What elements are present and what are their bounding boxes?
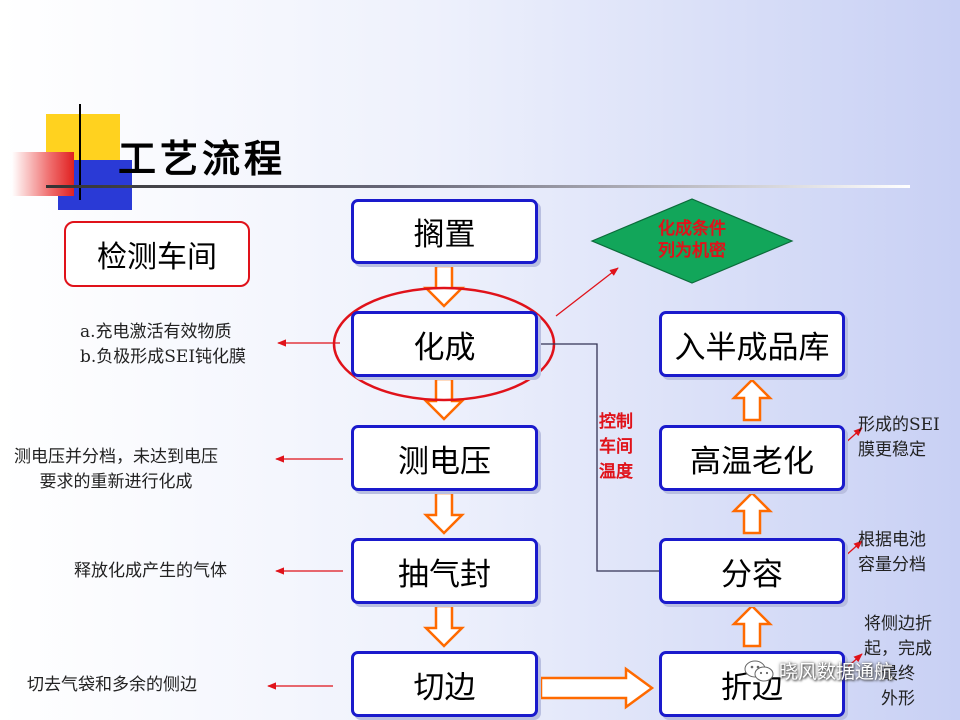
- step-capacity-grading-label: 分容: [721, 556, 783, 593]
- control-note-line-3: 温度: [599, 462, 633, 482]
- fold-notes: 将侧边折 起，完成 最终 外形: [864, 612, 932, 712]
- voltage-note-line-2: 要求的重新进行化成: [39, 472, 193, 492]
- control-note-line-2: 车间: [599, 437, 633, 457]
- secret-note-line-2: 列为机密: [658, 241, 726, 261]
- formation-note-a: a.充电激活有效物质: [80, 322, 232, 342]
- step-degas-seal: 抽气封: [351, 538, 538, 604]
- trim-note: 切去气袋和多余的侧边: [27, 675, 197, 695]
- secret-note-line-1: 化成条件: [658, 219, 726, 239]
- fold-note-line-1: 将侧边折: [864, 614, 932, 634]
- pointer-fold: [842, 653, 863, 672]
- capacity-note-line-2: 容量分档: [858, 555, 926, 575]
- pointer-capacity: [842, 540, 863, 559]
- capacity-note-line-1: 根据电池: [858, 530, 926, 550]
- up-arrow-1: [730, 604, 774, 648]
- workshop-label: 检测车间: [64, 221, 250, 287]
- watermark-text: 晓风数据通航: [779, 661, 894, 683]
- workshop-label-text: 检测车间: [97, 240, 217, 275]
- up-arrow-2: [730, 491, 774, 535]
- secret-note: 化成条件 列为机密: [612, 218, 772, 262]
- down-arrow-3: [422, 491, 466, 535]
- step-standing: 搁置: [351, 199, 538, 264]
- page-title: 工艺流程: [118, 137, 287, 181]
- step-capacity-grading: 分容: [659, 538, 845, 604]
- wechat-icon: [744, 660, 774, 681]
- step-aging: 高温老化: [659, 425, 845, 491]
- deco-vertical-line: [79, 104, 81, 200]
- aging-note-line-2: 膜更稳定: [858, 440, 926, 460]
- down-arrow-1: [422, 264, 466, 308]
- watermark: 晓风数据通航: [744, 657, 893, 684]
- pointer-secret: [555, 267, 619, 317]
- formation-note-b: b.负极形成SEI钝化膜: [80, 347, 247, 367]
- control-note-line-1: 控制: [599, 412, 633, 432]
- fold-note-line-3: 最终: [881, 664, 915, 684]
- down-arrow-4: [422, 604, 466, 648]
- aging-note-line-1: 形成的SEI: [858, 415, 940, 435]
- deco-red-square: [12, 152, 74, 196]
- fold-note-line-2: 起，完成: [864, 639, 932, 659]
- step-degas-seal-label: 抽气封: [398, 556, 491, 593]
- step-warehouse-label: 入半成品库: [674, 329, 830, 366]
- voltage-notes: 测电压并分档，未达到电压 要求的重新进行化成: [14, 445, 218, 495]
- capacity-notes: 根据电池 容量分档: [858, 528, 926, 578]
- formation-notes: a.充电激活有效物质 b.负极形成SEI钝化膜: [80, 320, 246, 370]
- step-formation: 化成: [351, 311, 538, 377]
- step-voltage-test-label: 测电压: [398, 443, 491, 480]
- step-aging-label: 高温老化: [690, 443, 814, 480]
- step-warehouse: 入半成品库: [659, 311, 845, 377]
- control-line: [538, 343, 660, 572]
- secret-diamond: [590, 198, 794, 284]
- step-formation-label: 化成: [413, 329, 476, 366]
- voltage-note-line-1: 测电压并分档，未达到电压: [14, 447, 218, 467]
- aging-notes: 形成的SEI 膜更稳定: [858, 413, 940, 463]
- step-voltage-test: 测电压: [351, 425, 538, 491]
- pointer-aging: [842, 427, 863, 446]
- right-arrow: [539, 666, 655, 710]
- fold-note-line-4: 外形: [881, 689, 915, 709]
- step-standing-label: 搁置: [413, 217, 476, 253]
- up-arrow-3: [730, 378, 774, 422]
- step-trim-edge: 切边: [351, 651, 538, 717]
- degas-note: 释放化成产生的气体: [74, 561, 227, 581]
- title-underline: [46, 185, 910, 188]
- step-trim-edge-label: 切边: [413, 669, 476, 706]
- control-note: 控制 车间 温度: [599, 410, 633, 485]
